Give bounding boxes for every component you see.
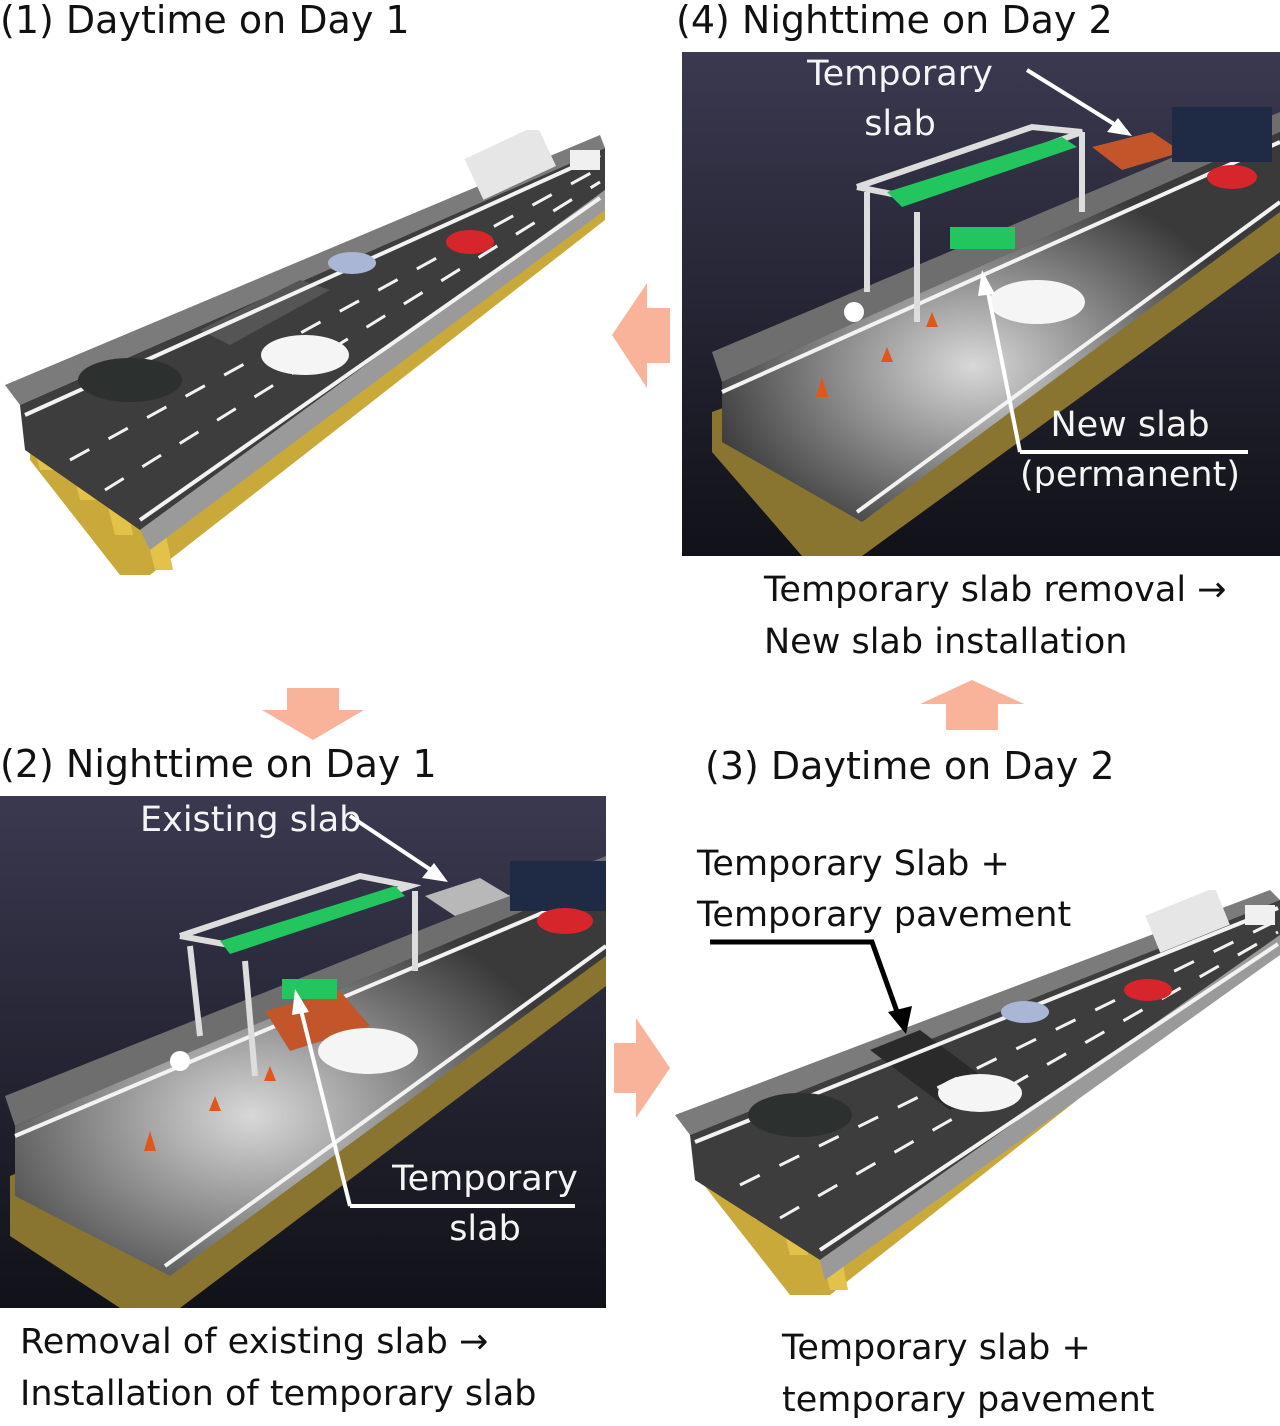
flow-arrow-down [262, 688, 364, 740]
panel-2-illustration [0, 796, 606, 1308]
p4-temp-slab-label-line2: slab [864, 104, 936, 144]
panel-3-caption-line1: Temporary slab + [782, 1328, 1091, 1368]
p2-temp-slab-label-line2: slab [449, 1209, 521, 1249]
panel-3-caption-line2: temporary pavement [782, 1380, 1155, 1420]
panel-4-illustration [682, 52, 1280, 556]
p2-temp-slab-label-line1: Temporary [392, 1159, 578, 1199]
p3-label-line2: Temporary pavement [697, 895, 1072, 935]
flow-arrow-right [614, 1018, 670, 1118]
panel-2-caption-line1: Removal of existing slab → [20, 1322, 489, 1362]
panel-3-caption: Temporary slab + temporary pavement [782, 1322, 1155, 1426]
panel-1-title: (1) Daytime on Day 1 [0, 0, 410, 42]
panel-3-illustration [675, 890, 1280, 1295]
flow-arrow-left [612, 283, 670, 388]
panel-2-caption-line2: Installation of temporary slab [20, 1374, 537, 1414]
panel-3-title: (3) Daytime on Day 2 [705, 744, 1115, 788]
p4-temp-slab-label-line1: Temporary [807, 54, 993, 94]
panel-2-caption: Removal of existing slab → Installation … [20, 1316, 537, 1420]
panel-4-caption-line2: New slab installation [764, 622, 1128, 662]
p4-new-slab-label-line1: New slab [1050, 405, 1210, 445]
panel-2-title: (2) Nighttime on Day 1 [0, 742, 437, 786]
panel-4-caption: Temporary slab removal → New slab instal… [764, 564, 1227, 668]
p3-label-leader-arrow [710, 939, 912, 1034]
panel-4-title: (4) Nighttime on Day 2 [676, 0, 1113, 42]
flow-arrow-up [920, 680, 1024, 730]
p2-existing-slab-label: Existing slab [140, 800, 362, 840]
p3-label-line1: Temporary Slab + [697, 844, 1010, 884]
p4-new-slab-label-line2: (permanent) [1020, 455, 1240, 495]
panel-1-illustration [5, 130, 605, 575]
panel-4-caption-line1: Temporary slab removal → [764, 570, 1227, 610]
